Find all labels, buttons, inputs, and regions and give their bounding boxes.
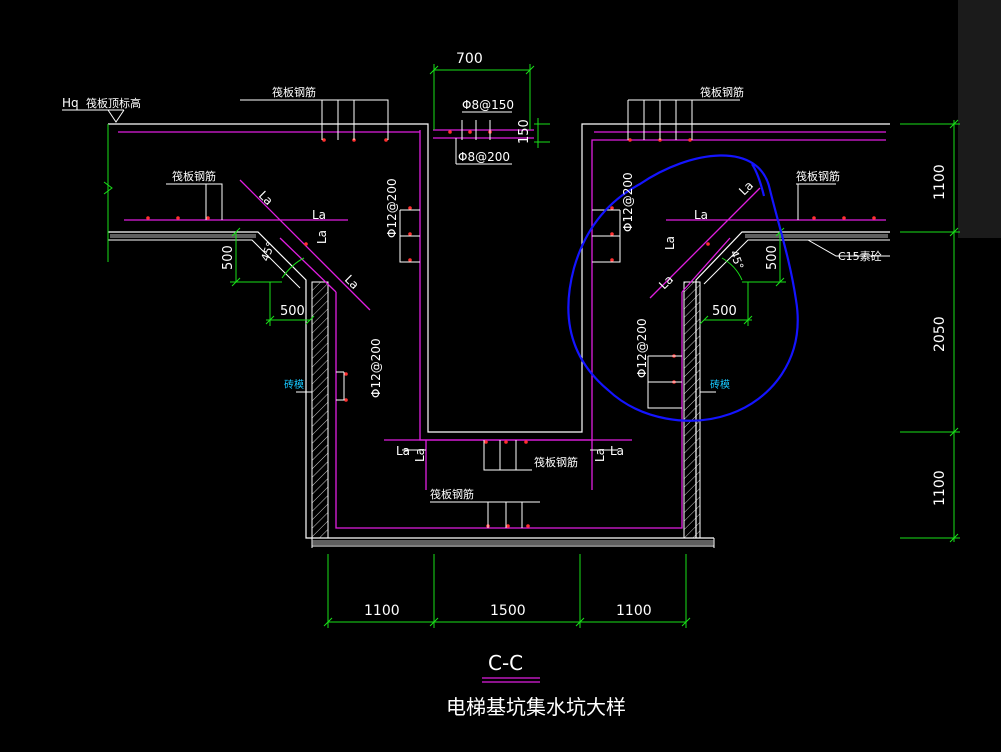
dim-bottom-mid: 1500: [490, 603, 526, 619]
dim-bottom-left: 1100: [364, 603, 400, 619]
dim-bottom-right: 1100: [616, 603, 652, 619]
angle-label-right: 45°: [727, 249, 746, 272]
dim-2050: 2050: [932, 316, 948, 352]
phi8-200-label: Φ8@200: [458, 150, 510, 164]
dim-150: 150: [517, 119, 532, 144]
hq-label: Hq: [62, 96, 79, 110]
section-title: C-C: [488, 651, 523, 675]
la-label-6: La: [663, 236, 677, 250]
annotation-leaders: [62, 99, 890, 528]
la-label-12: La: [610, 444, 624, 458]
raft-rebar-label-mid-left: 筏板钢筋: [172, 169, 216, 183]
dim-500-vertical-right: 500: [765, 245, 780, 270]
la-label-1: La: [312, 208, 326, 222]
lean-concrete-dots: [110, 234, 888, 545]
raft-rebar-label-top-right: 筏板钢筋: [700, 85, 744, 99]
phi12-200-label-left-bottom: Φ12@200: [369, 338, 383, 398]
brick-wall-right: [683, 281, 701, 539]
raft-rebar-label-bottom-inner: 筏板钢筋: [534, 455, 578, 469]
drawing-subtitle: 电梯基坑集水坑大样: [446, 695, 626, 719]
c15-concrete-label: C15素砼: [838, 250, 882, 263]
brick-masonry-label-left: 砖模: [284, 378, 304, 391]
raft-rebar-label-bottom: 筏板钢筋: [430, 487, 474, 501]
phi8-150-label: Φ8@150: [462, 98, 514, 112]
raft-rebar-label-top-left: 筏板钢筋: [272, 85, 316, 99]
dim-1100-bottom: 1100: [932, 470, 948, 506]
la-label-2: La: [694, 208, 708, 222]
brick-masonry-label-right: 砖模: [710, 378, 730, 391]
side-panel: [958, 0, 1001, 238]
la-label-9: La: [396, 444, 410, 458]
concrete-outline: [108, 123, 890, 539]
la-label-5: La: [342, 272, 362, 292]
la-label-11: La: [593, 448, 607, 462]
dim-1100-top: 1100: [932, 164, 948, 200]
dim-500-horizontal-left: 500: [280, 304, 305, 319]
brick-wall-left: [311, 281, 329, 539]
phi12-200-label-right-top: Φ12@200: [621, 172, 635, 232]
rebar-lines: [118, 129, 886, 529]
angle-label-left: 45°: [259, 240, 278, 263]
phi12-200-label-right-bottom: Φ12@200: [635, 318, 649, 378]
la-label-3: La: [256, 188, 276, 208]
raft-rebar-label-mid-right: 筏板钢筋: [796, 169, 840, 183]
phi12-200-label-left-top: Φ12@200: [385, 178, 399, 238]
la-label-10: La: [413, 448, 427, 462]
markup-circle: [567, 154, 799, 422]
la-label-4: La: [315, 230, 329, 244]
raft-top-elevation-label: 筏板顶标高: [86, 96, 141, 110]
dim-500-vertical-left: 500: [221, 245, 236, 270]
rebar-dots: [146, 130, 876, 528]
dim-700: 700: [456, 51, 483, 67]
dimension-lines: [103, 64, 960, 628]
dim-500-horizontal-right: 500: [712, 304, 737, 319]
